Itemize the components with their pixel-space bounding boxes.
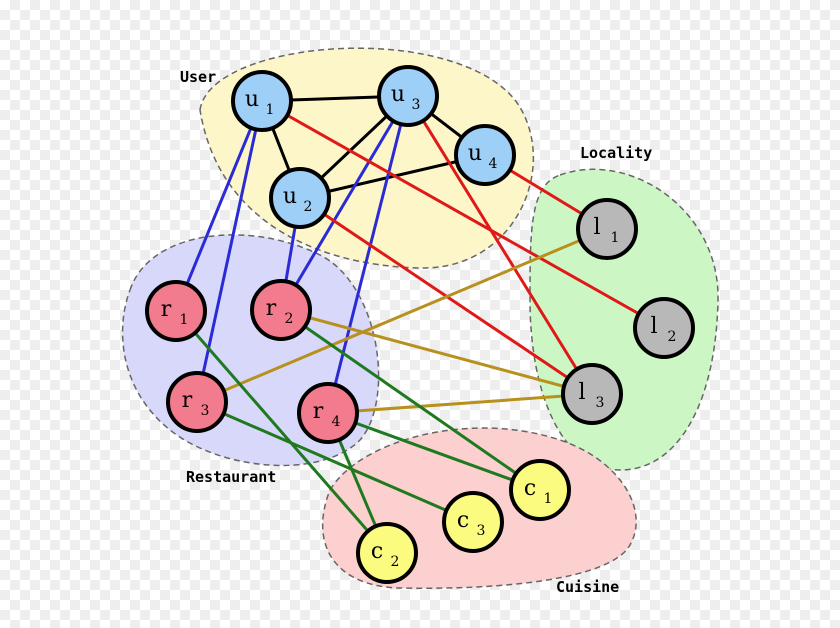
node-u2-circle xyxy=(269,167,331,229)
node-u1-circle xyxy=(231,70,293,132)
node-r2-label: r xyxy=(266,296,277,321)
cuisine-group-label: Cuisine xyxy=(556,578,619,596)
node-u4-label: u xyxy=(468,141,482,166)
edge-r1-c2 xyxy=(174,310,389,554)
node-c2-label: c xyxy=(371,539,383,564)
node-u4-circle xyxy=(454,124,516,186)
node-r3-subscript: 3 xyxy=(201,403,210,419)
node-r3-circle xyxy=(166,371,228,433)
node-r2-circle xyxy=(250,279,312,341)
node-r1-subscript: 1 xyxy=(180,312,189,328)
node-c2-subscript: 2 xyxy=(391,554,400,570)
edge-r3-l1 xyxy=(196,227,608,404)
edge-u2-u4 xyxy=(299,153,486,200)
edge-r4-c1 xyxy=(327,411,541,492)
node-r4-circle xyxy=(297,382,359,444)
locality-group-label: Locality xyxy=(580,144,652,162)
node-l3-circle xyxy=(561,363,623,425)
node-c3-subscript: 3 xyxy=(477,523,486,539)
node-l2-label: l xyxy=(650,314,657,339)
node-l1-subscript: 1 xyxy=(611,230,620,246)
edge-u1-l2 xyxy=(261,99,665,330)
node-u2-label: u xyxy=(283,184,297,209)
node-u4-subscript: 4 xyxy=(489,156,498,172)
node-c3-circle xyxy=(442,491,504,553)
edge-u3-r4 xyxy=(326,95,410,414)
node-u1-label: u xyxy=(245,87,259,112)
node-l3-subscript: 3 xyxy=(596,395,605,411)
edge-u3-r2 xyxy=(279,95,410,311)
node-r1-label: r xyxy=(161,297,172,322)
node-u3-circle xyxy=(377,65,439,127)
node-u3-subscript: 3 xyxy=(412,97,421,113)
node-u3-label: u xyxy=(391,82,405,107)
node-l1-circle xyxy=(576,198,638,260)
node-r2-subscript: 2 xyxy=(285,311,294,327)
node-l1-label: l xyxy=(593,215,600,240)
node-c1-subscript: 1 xyxy=(544,491,553,507)
node-c2-circle xyxy=(356,522,418,584)
node-u1-subscript: 1 xyxy=(266,102,275,118)
node-r3-label: r xyxy=(182,388,193,413)
edge-r2-c1 xyxy=(280,308,541,492)
restaurant-group-label: Restaurant xyxy=(186,468,276,486)
user-group-label: User xyxy=(180,68,216,86)
edge-u3-l3 xyxy=(406,95,594,395)
node-c1-label: c xyxy=(524,476,536,501)
node-l2-subscript: 2 xyxy=(668,329,677,345)
node-l3-label: l xyxy=(578,380,585,405)
node-r4-subscript: 4 xyxy=(332,414,341,430)
edge-u1-r1 xyxy=(174,100,264,312)
edge-u1-r3 xyxy=(195,100,264,403)
node-u2-subscript: 2 xyxy=(304,199,313,215)
node-l2-circle xyxy=(633,297,695,359)
node-c3-label: c xyxy=(457,508,469,533)
edge-r4-l3 xyxy=(327,392,593,415)
node-r1-circle xyxy=(145,280,207,342)
edge-r3-c3 xyxy=(196,400,474,524)
node-r4-label: r xyxy=(313,399,324,424)
node-c1-circle xyxy=(509,459,571,521)
edge-r2-l3 xyxy=(280,308,593,396)
